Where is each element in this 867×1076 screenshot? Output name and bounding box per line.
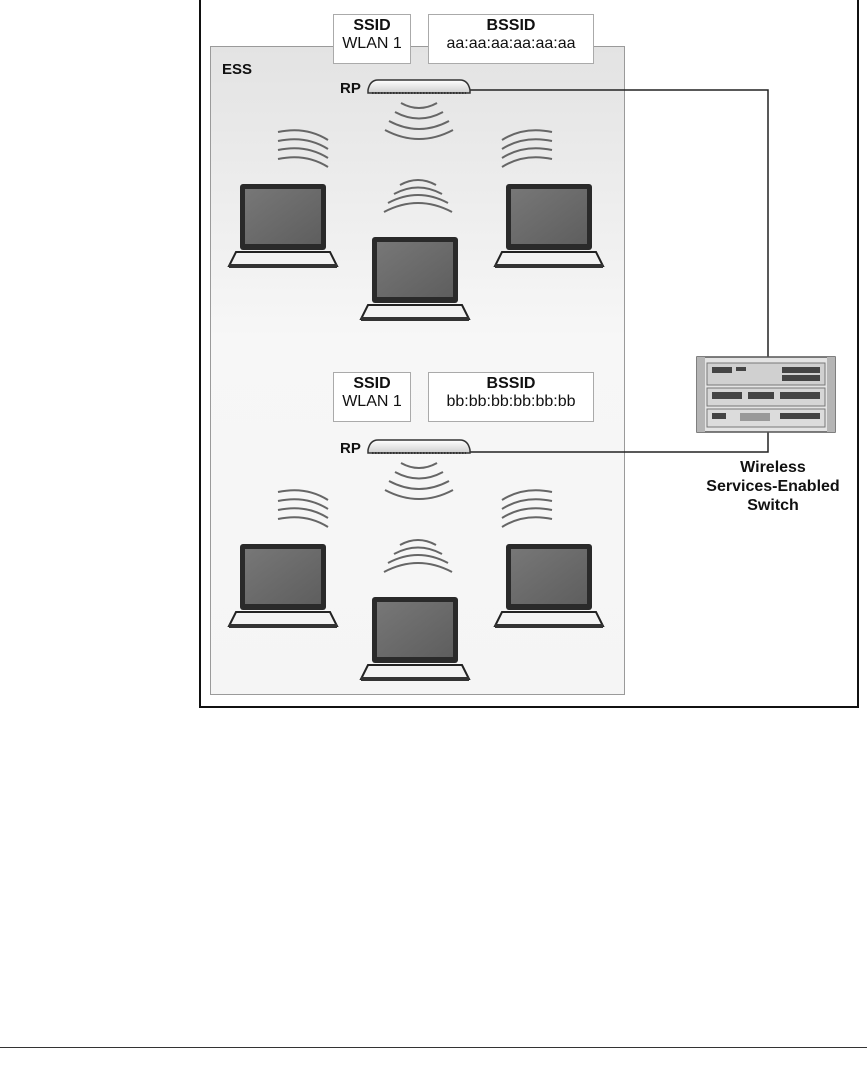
radio-port-1 [368, 80, 470, 93]
signal-laptop-1c [502, 130, 552, 167]
signal-rp2 [385, 463, 453, 499]
laptop-2c [495, 544, 603, 628]
switch-caption: Wireless Services-Enabled Switch [688, 458, 858, 515]
signal-laptop-1a [278, 130, 328, 167]
signal-laptop-2c [502, 490, 552, 527]
switch-caption-line-1: Wireless [688, 458, 858, 477]
switch-caption-line-3: Switch [688, 496, 858, 515]
signal-laptop-2b [384, 540, 452, 572]
laptop-1b [361, 237, 469, 321]
radio-port-2 [368, 440, 470, 453]
page-footer-rule [0, 1047, 867, 1048]
laptop-2b [361, 597, 469, 681]
signal-laptop-1b [384, 180, 452, 212]
switch-device [697, 357, 835, 432]
signal-laptop-2a [278, 490, 328, 527]
laptop-1a [229, 184, 337, 268]
cable-2 [466, 430, 768, 452]
laptop-2a [229, 544, 337, 628]
signal-rp1 [385, 103, 453, 139]
switch-caption-line-2: Services-Enabled [688, 477, 858, 496]
laptop-1c [495, 184, 603, 268]
